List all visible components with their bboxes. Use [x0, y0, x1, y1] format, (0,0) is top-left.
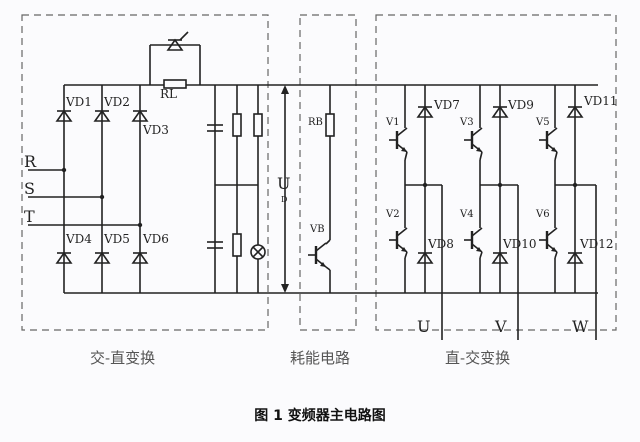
vd11-label: VD11: [584, 94, 618, 108]
ud-subscript: D: [281, 195, 288, 204]
vd6-label: VD6: [143, 232, 169, 246]
balance-resistor-bottom: [232, 233, 242, 257]
vd10-label: VD10: [503, 237, 537, 251]
rectifier-box: [21, 14, 269, 331]
bleeder-resistor: [253, 113, 263, 137]
input-s-label: S: [24, 179, 35, 198]
vd9-label: VD9: [508, 98, 534, 112]
rectifier-diode-top: [131, 109, 149, 122]
balance-resistor-top: [232, 113, 242, 137]
freewheel-diode-upper: [491, 105, 509, 118]
vd5-label: VD5: [104, 232, 130, 246]
igbt-upper: [539, 127, 558, 153]
inverter-box: [375, 14, 617, 331]
vd7-label: VD7: [434, 98, 460, 112]
braking-box: [299, 14, 357, 331]
rectifier-diode-bottom: [131, 251, 149, 264]
output-u-label: U: [417, 317, 431, 336]
igbt-upper: [389, 127, 408, 153]
v4-label: V4: [460, 209, 474, 220]
rectifier-diode-top: [93, 109, 111, 122]
vd3-label: VD3: [143, 123, 169, 137]
rectifier-diode-bottom: [93, 251, 111, 264]
freewheel-diode-lower: [416, 251, 434, 264]
v1-label: V1: [386, 117, 400, 128]
vd12-label: VD12: [580, 237, 614, 251]
rl-label: RL: [160, 87, 178, 101]
braking-block-label: 耗能电路: [290, 349, 351, 367]
igbt-upper: [464, 127, 483, 153]
output-v-label: V: [495, 317, 507, 336]
v6-label: V6: [536, 209, 550, 220]
igbt-lower: [389, 227, 408, 253]
filter-capacitor-top: [207, 124, 223, 132]
v3-label: V3: [460, 117, 474, 128]
figure-caption: 图 1 变频器主电路图: [254, 408, 386, 424]
rectifier-diode-top: [55, 109, 73, 122]
input-r-label: R: [24, 152, 37, 171]
rectifier-block-label: 交-直变换: [90, 349, 156, 367]
filter-capacitor-bottom: [207, 241, 223, 249]
vd8-label: VD8: [428, 237, 454, 251]
braking-transistor: [308, 242, 327, 268]
indicator-lamp-icon: [250, 244, 266, 260]
freewheel-diode-upper: [416, 105, 434, 118]
ud-label: U: [277, 174, 291, 193]
v2-label: V2: [386, 209, 400, 220]
rb-label: RB: [308, 117, 323, 128]
v5-label: V5: [536, 117, 550, 128]
inverter-block-label: 直-交变换: [445, 349, 511, 367]
freewheel-diode-lower: [491, 251, 509, 264]
rectifier-diode-bottom: [55, 251, 73, 264]
freewheel-diode-lower: [566, 251, 584, 264]
freewheel-diode-upper: [566, 105, 584, 118]
output-w-label: W: [572, 317, 589, 336]
braking-resistor: [325, 113, 335, 137]
input-t-label: T: [24, 207, 35, 226]
vd1-label: VD1: [66, 95, 92, 109]
rl-resistor: [163, 79, 187, 89]
igbt-lower: [464, 227, 483, 253]
vb-label: VB: [310, 224, 325, 235]
bypass-thyristor: [166, 38, 184, 51]
vd4-label: VD4: [66, 232, 92, 246]
vd2-label: VD2: [104, 95, 130, 109]
igbt-lower: [539, 227, 558, 253]
